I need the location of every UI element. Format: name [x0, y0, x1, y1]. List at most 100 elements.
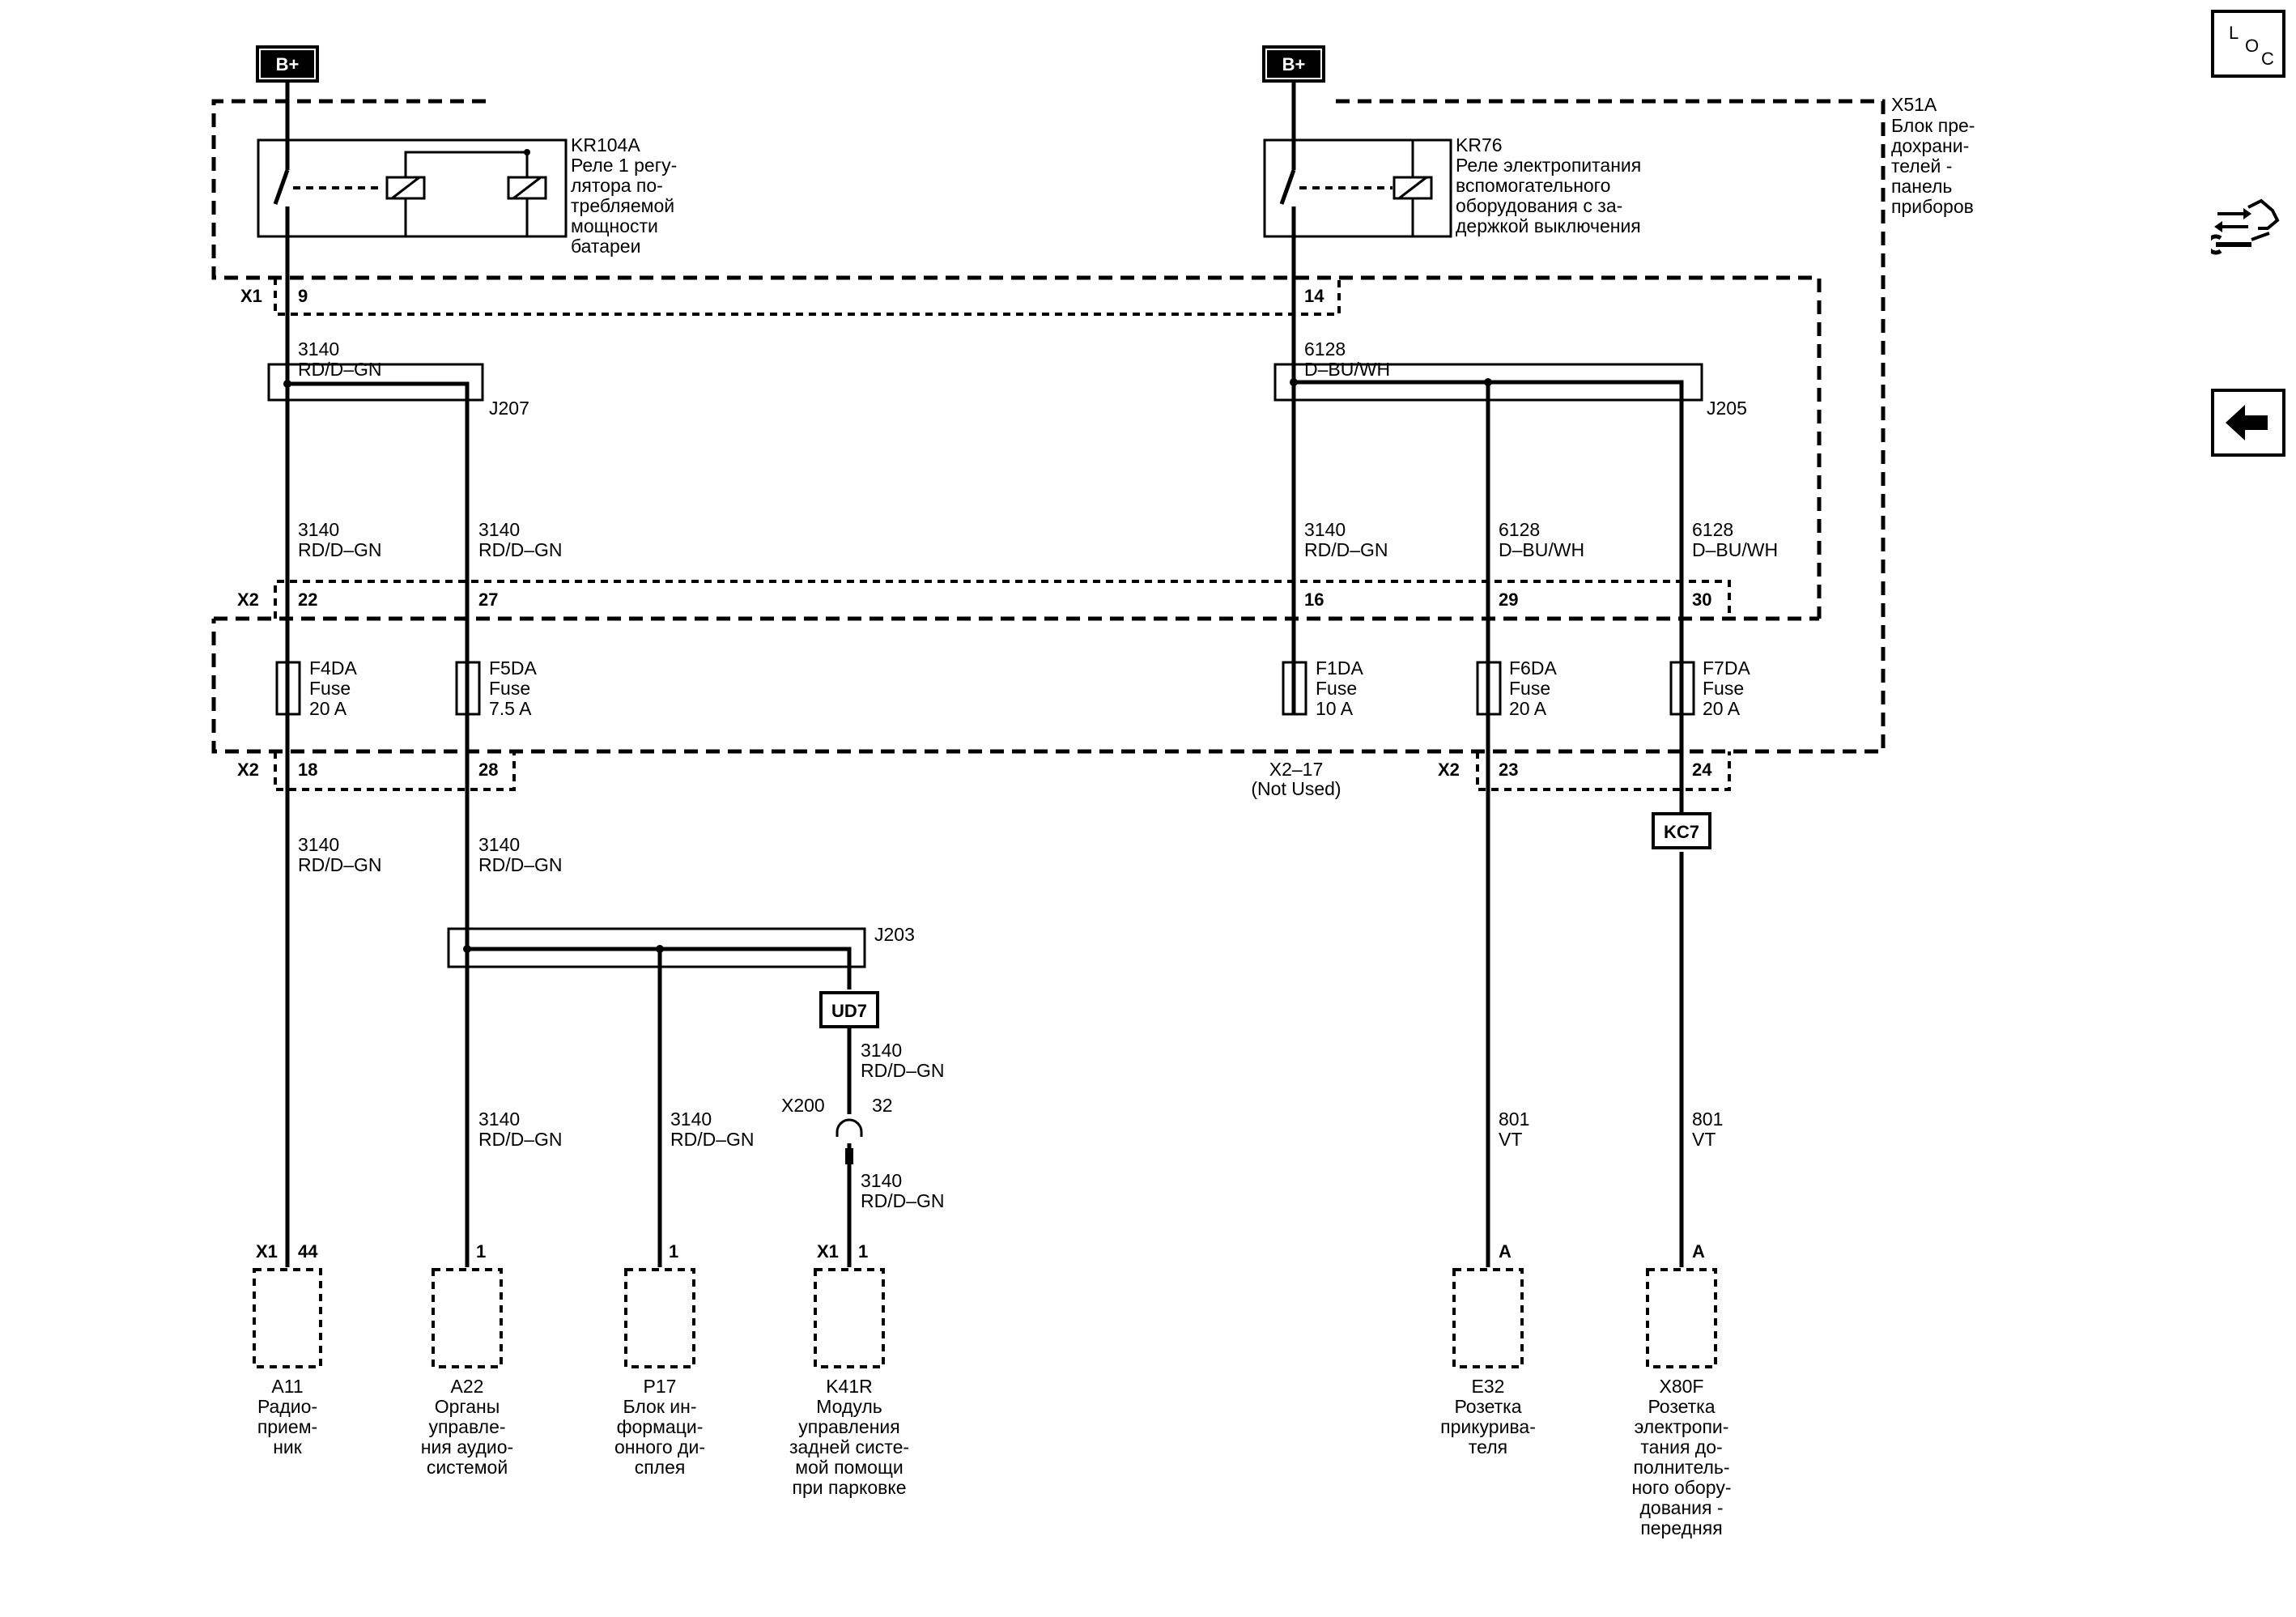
svg-text:онного ди-: онного ди- [614, 1436, 705, 1457]
supply-badge-right: B+ [1262, 45, 1325, 83]
svg-text:VT: VT [1692, 1129, 1716, 1150]
svg-text:KR104A: KR104A [571, 134, 640, 155]
splice-j207: J207 [267, 363, 529, 419]
location-button[interactable]: L O C [2211, 10, 2285, 78]
svg-text:3140: 3140 [670, 1108, 712, 1130]
svg-text:1: 1 [669, 1241, 678, 1262]
svg-text:передняя: передняя [1640, 1517, 1722, 1538]
svg-text:F7DA: F7DA [1703, 657, 1750, 679]
svg-text:3140: 3140 [298, 519, 339, 540]
svg-text:3140: 3140 [478, 519, 520, 540]
svg-text:прием-: прием- [257, 1416, 317, 1437]
svg-text:6128: 6128 [1304, 338, 1346, 360]
svg-text:F6DA: F6DA [1509, 657, 1557, 679]
svg-text:VT: VT [1499, 1129, 1522, 1150]
svg-text:X2: X2 [237, 589, 259, 610]
relay-kr76-label: KR76 Реле электропитания вспомогательног… [1456, 134, 1641, 236]
svg-text:23: 23 [1499, 760, 1518, 780]
svg-text:28: 28 [478, 760, 498, 780]
svg-text:J203: J203 [874, 924, 915, 945]
svg-text:лятора по-: лятора по- [571, 175, 663, 196]
svg-text:X51A: X51A [1891, 94, 1937, 115]
svg-text:сплея: сплея [635, 1457, 686, 1478]
relay-kr76 [1263, 83, 1452, 278]
svg-text:UD7: UD7 [831, 1001, 867, 1021]
svg-text:при парковке: при парковке [793, 1477, 907, 1498]
svg-text:A11: A11 [271, 1376, 303, 1397]
svg-text:24: 24 [1692, 760, 1712, 780]
svg-text:3140: 3140 [861, 1170, 902, 1191]
svg-text:Радио-: Радио- [257, 1396, 317, 1417]
svg-text:32: 32 [872, 1095, 893, 1116]
connector-x1-top: X1 9 14 [240, 278, 1341, 316]
component-p17: 1 P17 Блок ин- формаци- онного ди- сплея [614, 1241, 705, 1478]
svg-text:14: 14 [1304, 286, 1324, 306]
svg-text:B+: B+ [276, 54, 300, 74]
svg-text:держкой выключения: держкой выключения [1456, 215, 1641, 236]
svg-text:3140: 3140 [478, 1108, 520, 1130]
wiring-tool-icon [2205, 198, 2280, 255]
svg-text:20 A: 20 A [1509, 698, 1547, 719]
svg-text:полнитель-: полнитель- [1633, 1457, 1729, 1478]
svg-text:D–BU/WH: D–BU/WH [1499, 539, 1584, 560]
svg-text:10 A: 10 A [1316, 698, 1354, 719]
svg-text:(Not Used): (Not Used) [1251, 778, 1341, 799]
svg-text:Реле электропитания: Реле электропитания [1456, 155, 1641, 176]
svg-text:3140: 3140 [1304, 519, 1346, 540]
svg-text:20 A: 20 A [1703, 698, 1741, 719]
svg-text:22: 22 [298, 589, 317, 610]
ref-ud7: UD7 [819, 991, 879, 1028]
svg-text:дохрани-: дохрани- [1891, 135, 1969, 156]
svg-text:18: 18 [298, 760, 317, 780]
svg-text:20 A: 20 A [309, 698, 347, 719]
back-button[interactable] [2211, 389, 2285, 457]
svg-text:вспомогательного: вспомогательного [1456, 175, 1610, 196]
component-a22: 1 A22 Органы управле- ния аудио- системо… [421, 1241, 513, 1478]
svg-text:формаци-: формаци- [617, 1416, 704, 1437]
svg-text:J207: J207 [489, 398, 529, 419]
svg-text:801: 801 [1692, 1108, 1723, 1130]
svg-text:тания до-: тания до- [1640, 1436, 1722, 1457]
svg-text:Блок пре-: Блок пре- [1891, 115, 1975, 136]
svg-text:X2–17: X2–17 [1269, 759, 1324, 780]
splice-j205: J205 [1273, 363, 1747, 419]
svg-text:Реле 1 регу-: Реле 1 регу- [571, 155, 677, 176]
svg-text:3140: 3140 [861, 1040, 902, 1061]
svg-text:Fuse: Fuse [1509, 678, 1550, 699]
svg-text:Розетка: Розетка [1454, 1396, 1521, 1417]
svg-text:E32: E32 [1472, 1376, 1505, 1397]
svg-text:ник: ник [273, 1436, 303, 1457]
location-icon-l: L [2229, 23, 2239, 43]
component-a11: X1 44 A11 Радио- прием- ник [253, 1241, 322, 1457]
back-arrow-icon [2226, 405, 2268, 440]
connector-x2-low-left: X2 18 28 [237, 751, 516, 791]
connector-x2-not-used: X2–17 (Not Used) [1251, 759, 1341, 799]
svg-text:Органы: Органы [435, 1396, 500, 1417]
svg-text:мощности: мощности [571, 215, 658, 236]
fuse-f4da: F4DA Fuse 20 A [275, 657, 357, 719]
svg-text:X1: X1 [240, 286, 262, 306]
svg-text:3140: 3140 [298, 338, 339, 360]
svg-text:B+: B+ [1282, 54, 1306, 74]
svg-text:3140: 3140 [478, 834, 520, 855]
location-icon-o: O [2245, 36, 2260, 56]
svg-text:RD/D–GN: RD/D–GN [478, 854, 563, 875]
svg-text:6128: 6128 [1692, 519, 1733, 540]
svg-text:управле-: управле- [428, 1416, 505, 1437]
svg-text:приборов: приборов [1891, 196, 1974, 217]
svg-text:RD/D–GN: RD/D–GN [861, 1190, 945, 1211]
svg-text:RD/D–GN: RD/D–GN [478, 1129, 563, 1150]
wiring-tool-button[interactable] [2205, 193, 2285, 261]
svg-text:панель: панель [1891, 176, 1952, 197]
svg-text:9: 9 [298, 286, 308, 306]
svg-text:16: 16 [1304, 589, 1324, 610]
fuse-f5da: F5DA Fuse 7.5 A [455, 657, 537, 719]
svg-text:27: 27 [478, 589, 498, 610]
svg-text:F1DA: F1DA [1316, 657, 1363, 679]
svg-text:X1: X1 [256, 1241, 278, 1262]
svg-text:RD/D–GN: RD/D–GN [298, 854, 382, 875]
svg-text:X1: X1 [817, 1241, 839, 1262]
svg-text:RD/D–GN: RD/D–GN [478, 539, 563, 560]
svg-text:F4DA: F4DA [309, 657, 357, 679]
fuse-block-label: X51A Блок пре- дохрани- телей - панель п… [1891, 94, 1975, 217]
